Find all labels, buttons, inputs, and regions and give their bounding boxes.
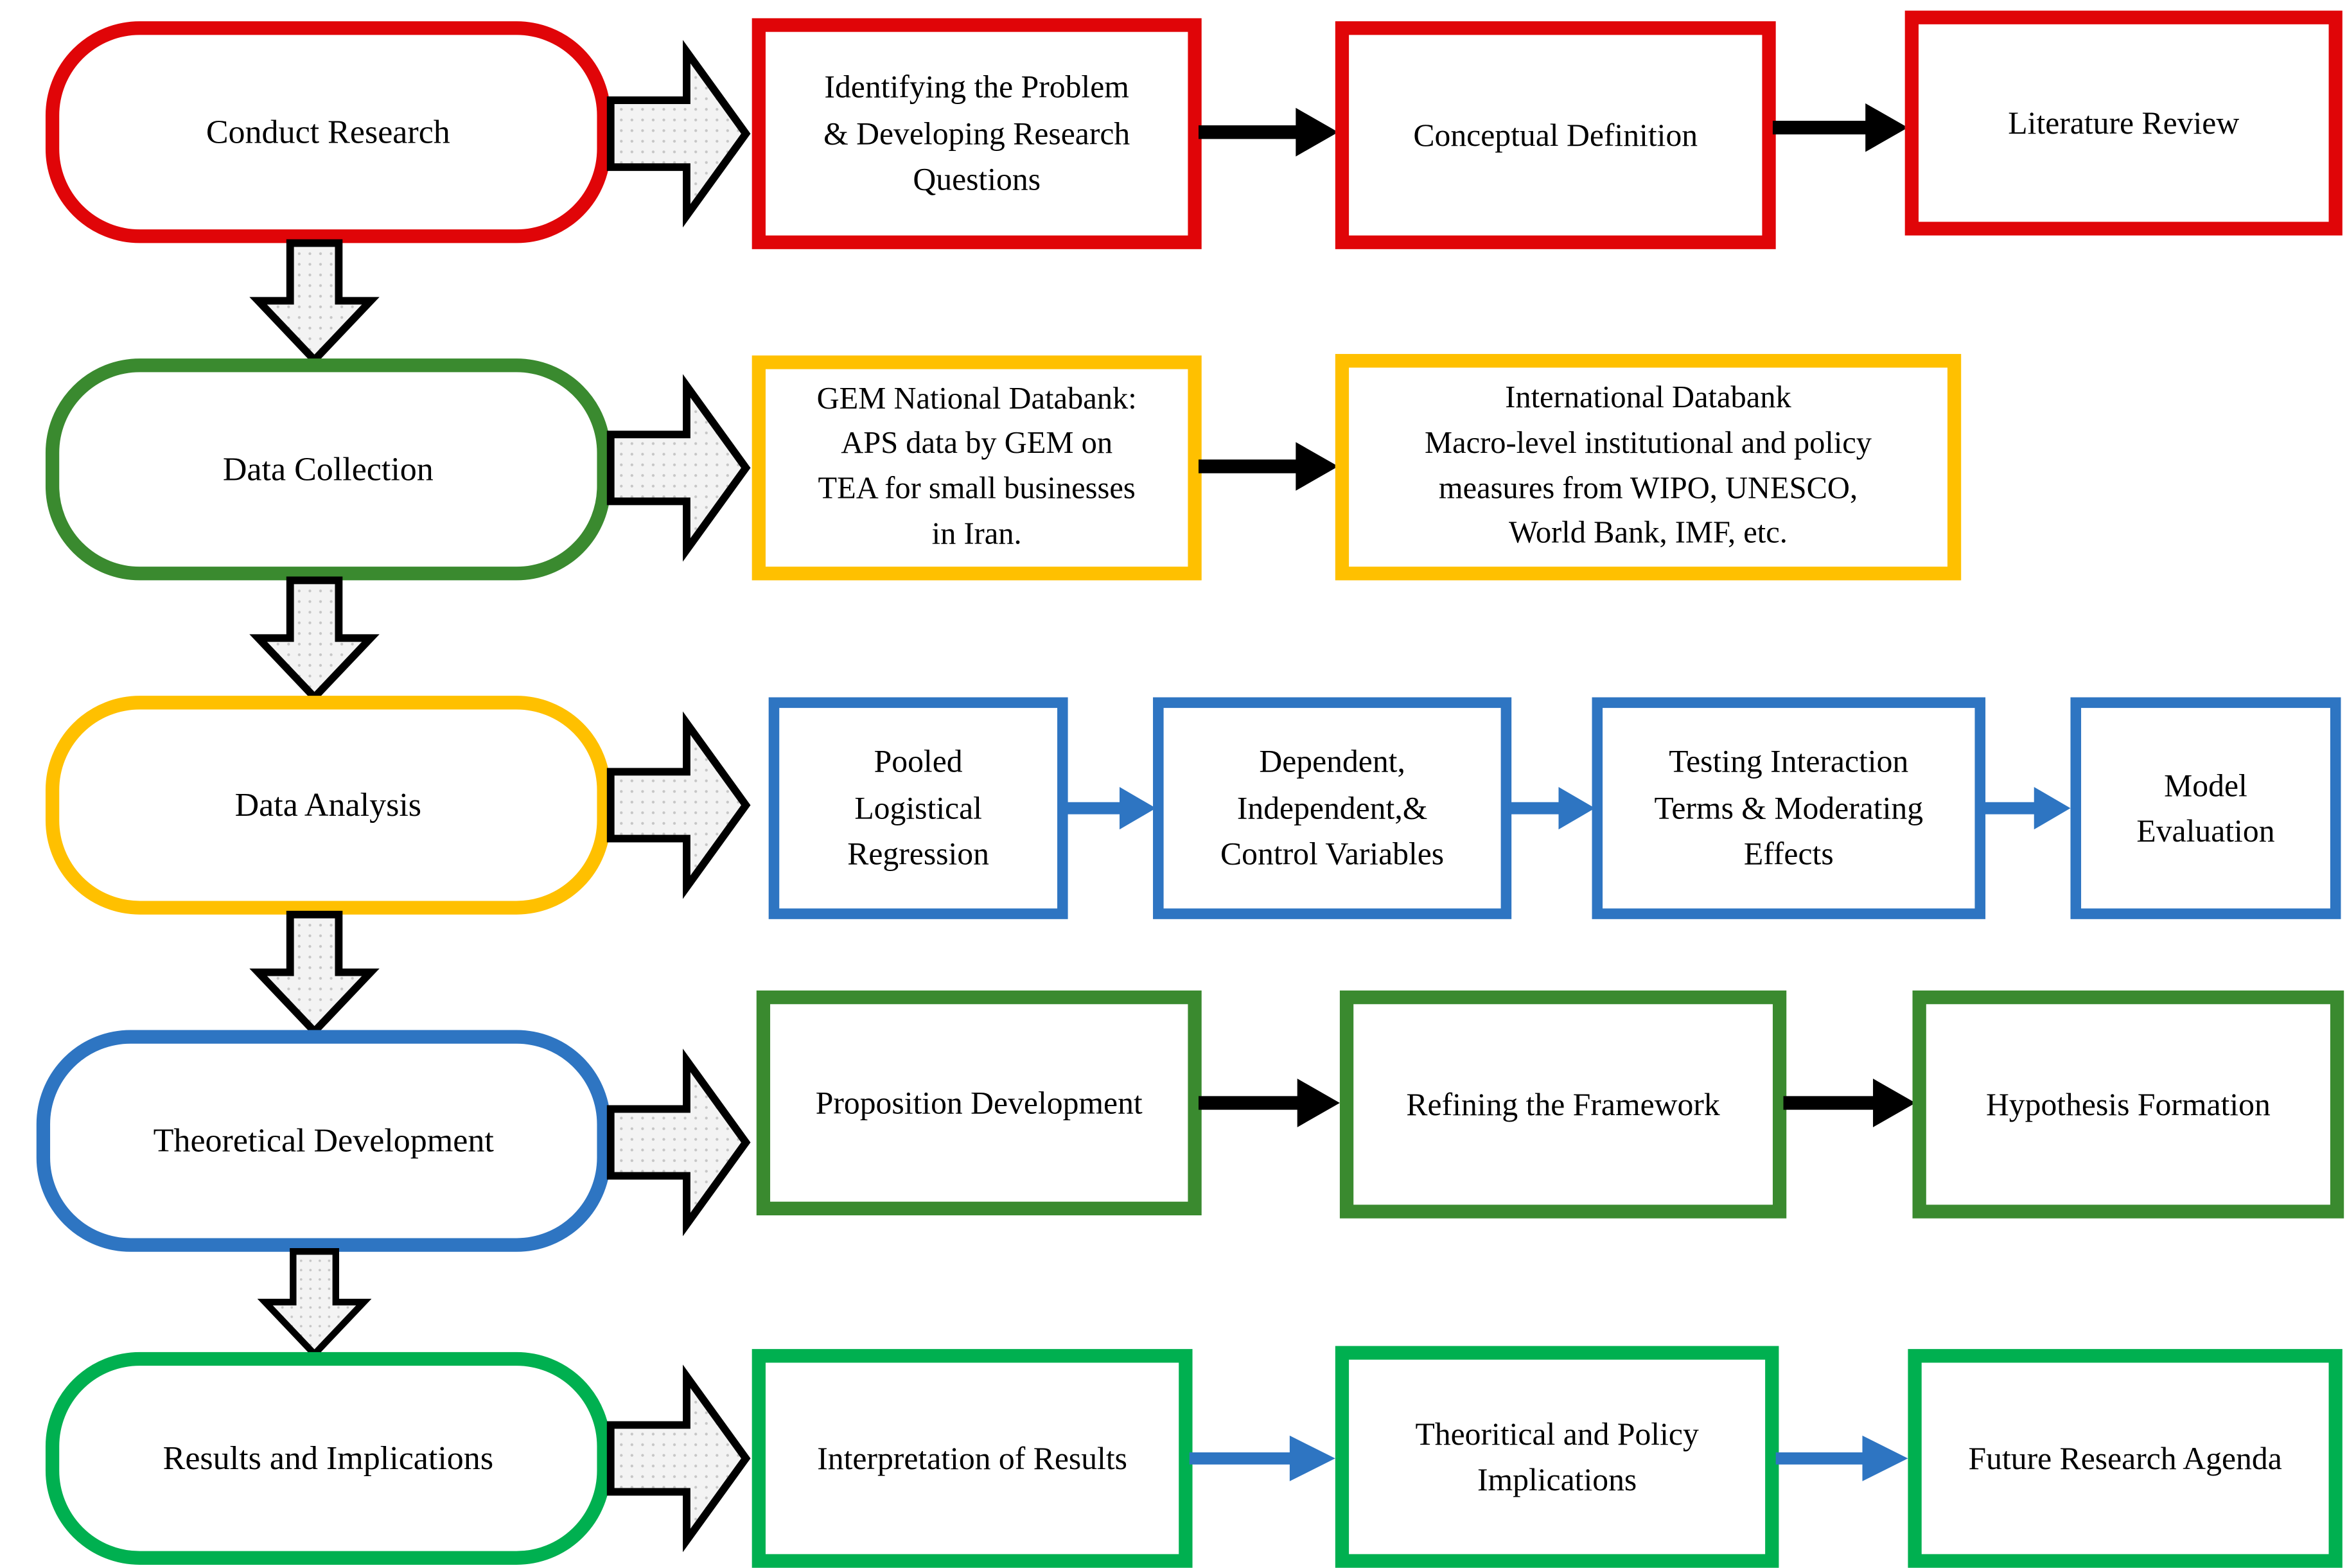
stage-pill-data-collection: Data Collection [45, 358, 611, 581]
process-box-identifying-problem: Identifying the Problem & Developing Res… [752, 18, 1202, 249]
arrow-connector-icon [1198, 442, 1339, 491]
arrow-connector-icon [1198, 107, 1339, 157]
arrow-connector-icon [1772, 103, 1908, 152]
right-block-arrow-icon [606, 374, 751, 562]
process-box-label: Dependent, Independent,& Control Variabl… [1220, 743, 1445, 873]
stage-label: Conduct Research [206, 112, 450, 151]
arrow-connector-icon [1198, 1079, 1340, 1127]
process-box-international-databank: International Databank Macro-level insti… [1335, 354, 1962, 581]
process-box-label: Future Research Agenda [1968, 1440, 2282, 1477]
process-box-label: Conceptual Definition [1413, 116, 1698, 154]
stage-label: Data Collection [222, 450, 434, 488]
process-box-label: International Databank Macro-level insti… [1424, 381, 1872, 551]
process-box-theoretical-policy-implications: Theoritical and Policy Implications [1335, 1346, 1779, 1568]
down-block-arrow-icon [257, 1247, 372, 1359]
down-block-arrow-icon [249, 910, 380, 1037]
arrow-connector-icon [1775, 1435, 1908, 1481]
process-box-label: Identifying the Problem & Developing Res… [823, 69, 1130, 198]
arrow-connector-icon [1189, 1435, 1335, 1481]
process-box-label: Interpretation of Results [817, 1440, 1127, 1477]
stage-label: Theoretical Development [153, 1121, 494, 1159]
process-box-label: Proposition Development [815, 1084, 1143, 1121]
right-block-arrow-icon [606, 40, 751, 228]
stage-pill-conduct-research: Conduct Research [45, 21, 611, 243]
process-box-variables: Dependent, Independent,& Control Variabl… [1153, 697, 1512, 919]
process-box-interaction-terms: Testing Interaction Terms & Moderating E… [1592, 697, 1986, 919]
process-box-pooled-logistic-regression: Pooled Logistical Regression [768, 697, 1068, 919]
arrow-connector-icon [1982, 787, 2071, 830]
stage-pill-data-analysis: Data Analysis [45, 696, 611, 915]
process-box-label: GEM National Databank: APS data by GEM o… [816, 382, 1137, 551]
process-box-label: Testing Interaction Terms & Moderating E… [1654, 743, 1924, 873]
process-box-future-research-agenda: Future Research Agenda [1908, 1349, 2343, 1568]
stage-pill-results-implications: Results and Implications [45, 1352, 611, 1565]
process-box-model-evaluation: Model Evaluation [2070, 697, 2341, 919]
process-box-label: Theoritical and Policy Implications [1415, 1415, 1699, 1498]
right-block-arrow-icon [606, 711, 751, 899]
arrow-connector-icon [1064, 787, 1156, 830]
stage-pill-theoretical-development: Theoretical Development [36, 1030, 611, 1252]
process-box-conceptual-definition: Conceptual Definition [1335, 21, 1776, 249]
right-block-arrow-icon [606, 1364, 751, 1553]
stage-label: Data Analysis [234, 785, 422, 824]
process-box-label: Hypothesis Formation [1985, 1086, 2271, 1123]
process-box-refining-framework: Refining the Framework [1339, 990, 1787, 1219]
process-box-gem-databank: GEM National Databank: APS data by GEM o… [752, 355, 1202, 581]
down-block-arrow-icon [249, 239, 380, 366]
process-box-label: Literature Review [2008, 104, 2240, 141]
process-box-label: Pooled Logistical Regression [847, 743, 989, 873]
process-box-literature-review: Literature Review [1904, 10, 2343, 236]
down-block-arrow-icon [249, 576, 380, 703]
stage-label: Results and Implications [163, 1438, 494, 1477]
process-box-hypothesis-formation: Hypothesis Formation [1912, 990, 2344, 1219]
process-box-label: Refining the Framework [1406, 1086, 1720, 1123]
right-block-arrow-icon [606, 1048, 751, 1237]
process-box-proposition-development: Proposition Development [756, 990, 1202, 1215]
process-box-interpretation-results: Interpretation of Results [752, 1349, 1193, 1568]
process-box-label: Model Evaluation [2136, 766, 2275, 850]
arrow-connector-icon [1508, 787, 1595, 830]
arrow-connector-icon [1783, 1079, 1916, 1127]
